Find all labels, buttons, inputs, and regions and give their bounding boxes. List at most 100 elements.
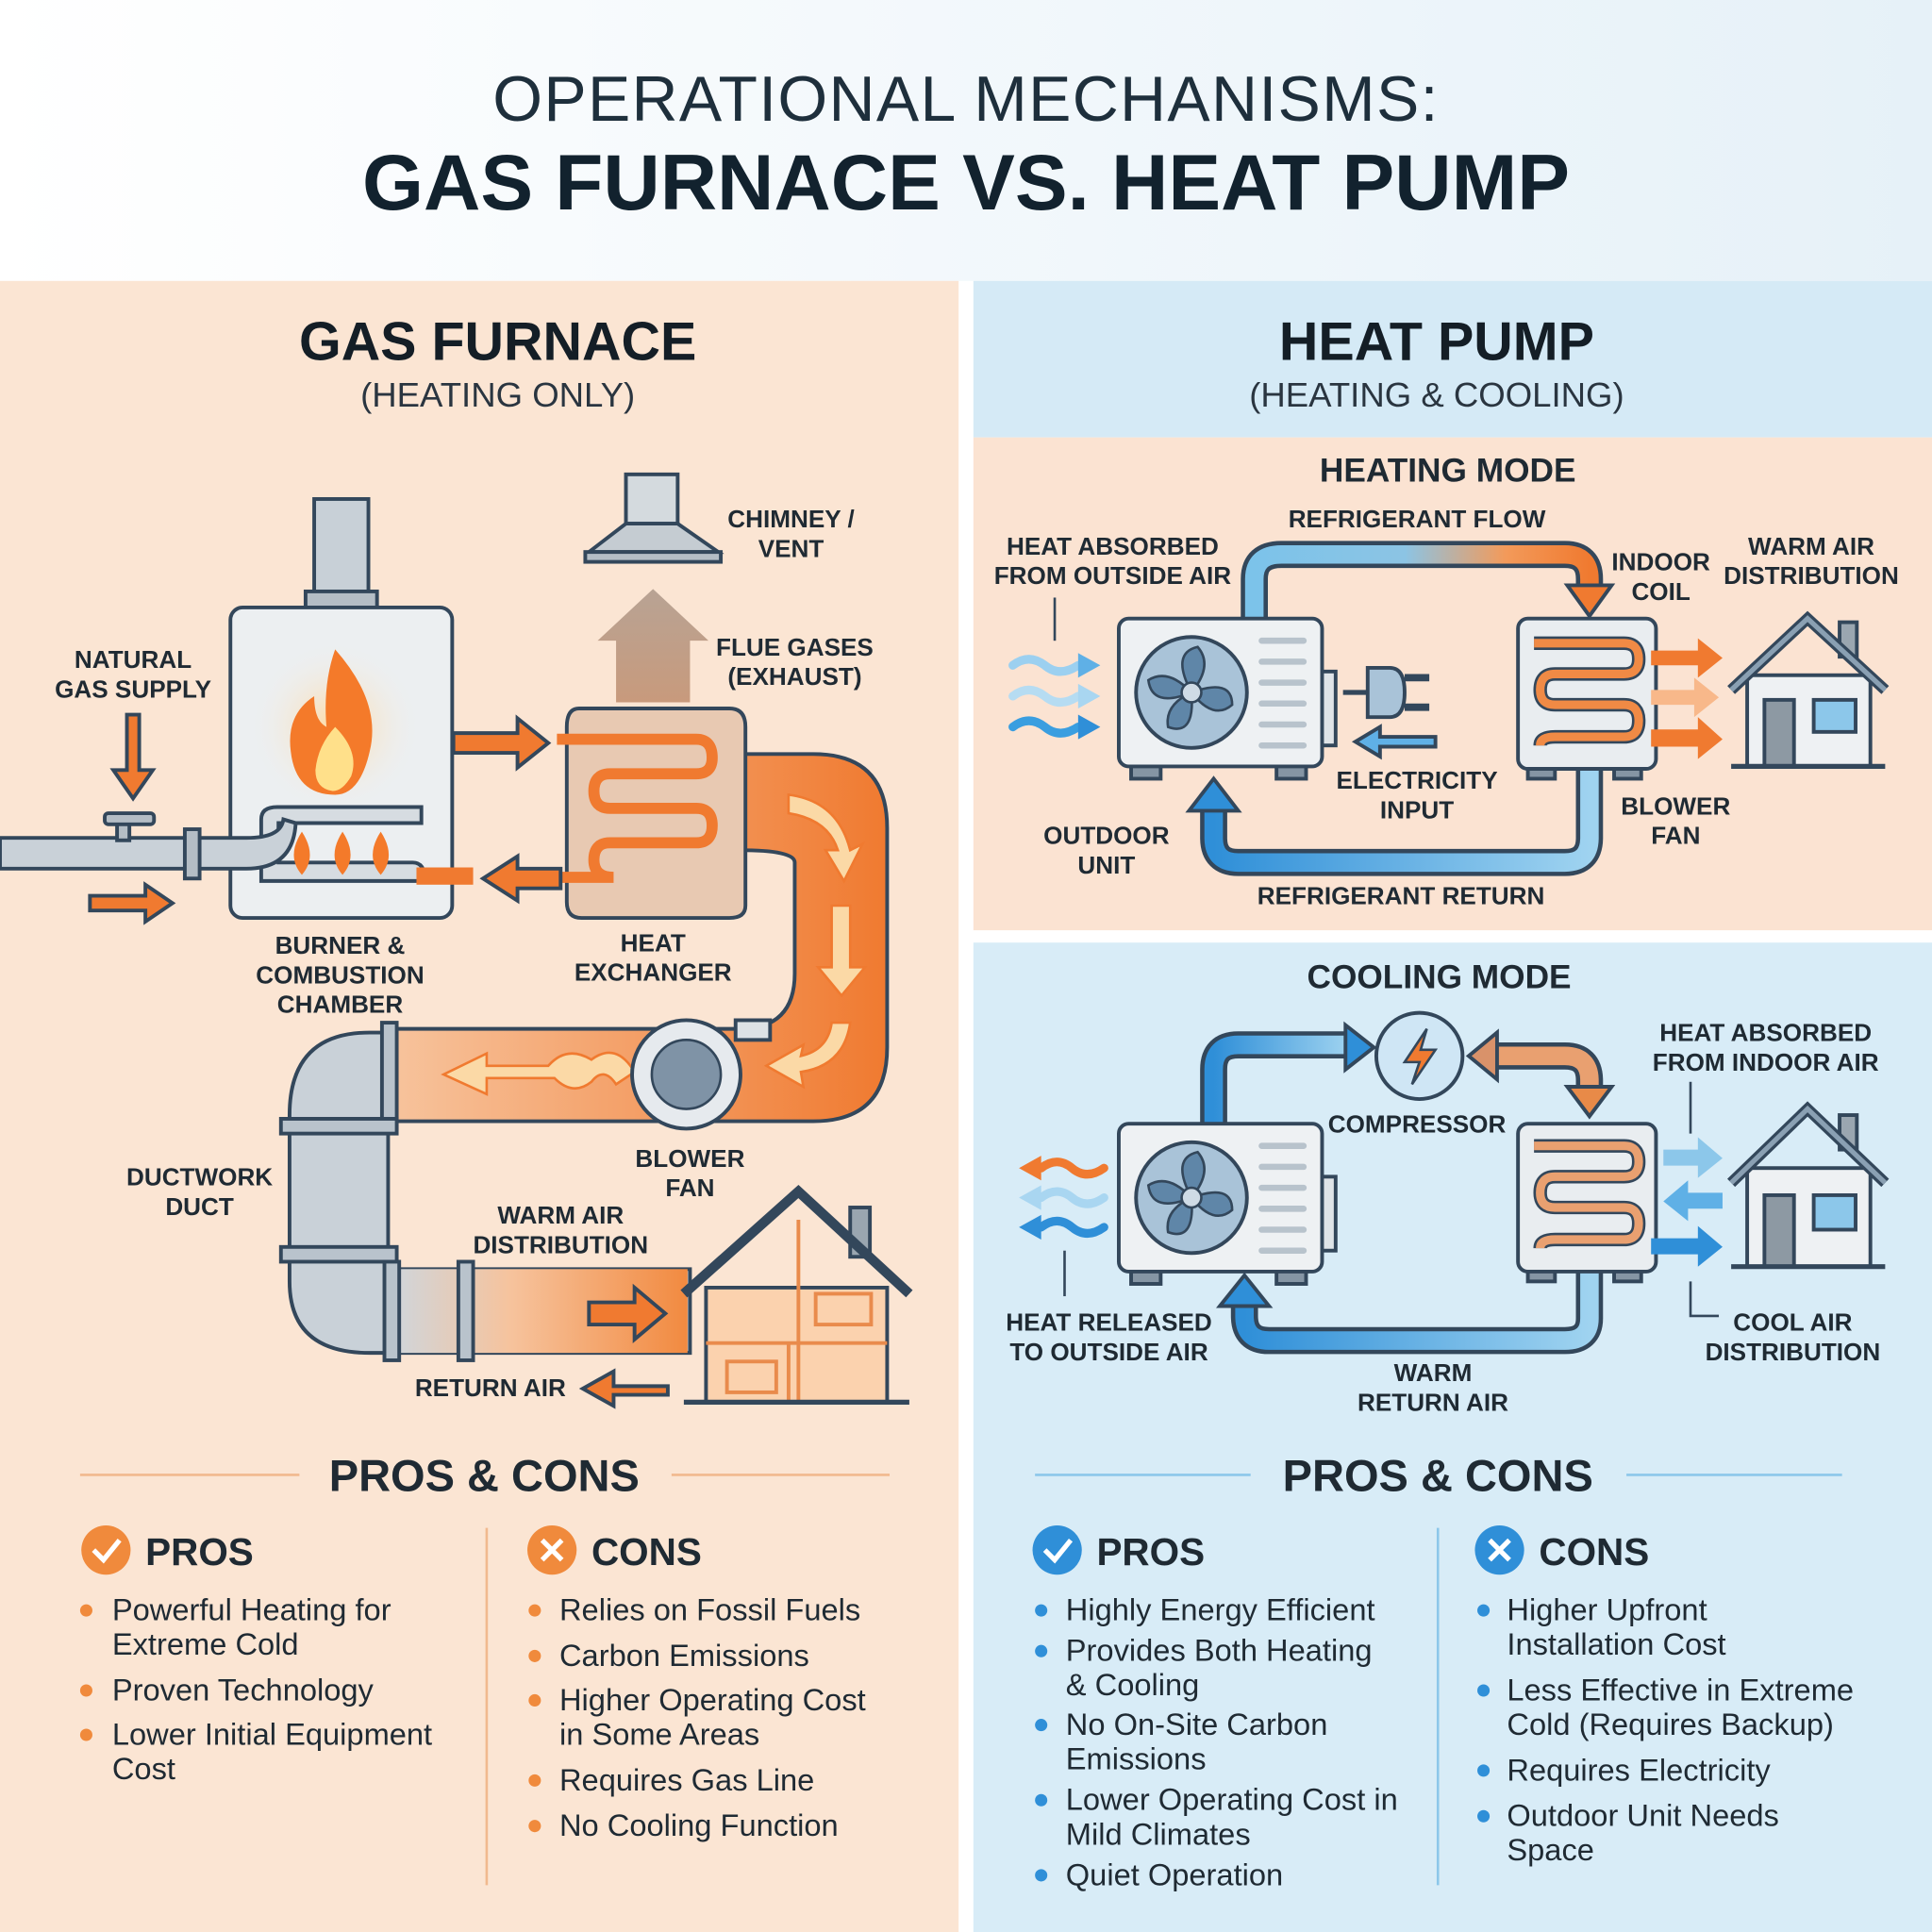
list-item-text: Lower Initial Equipment — [112, 1716, 432, 1751]
pros-title: PROS — [1096, 1530, 1205, 1574]
list-item-text: Relies on Fossil Fuels — [559, 1592, 860, 1627]
list-item-text: Higher Upfront — [1507, 1592, 1707, 1627]
warm-air-arrows — [1651, 638, 1723, 759]
refrigerant-flow-pipe — [1244, 544, 1599, 623]
outside-air-waves — [1008, 655, 1083, 738]
bullet-dot — [1035, 1644, 1048, 1657]
bullet-dot — [1477, 1764, 1491, 1777]
heat-release-waves — [1037, 1158, 1108, 1238]
bullet-dot — [528, 1649, 541, 1662]
gas-pipe — [0, 817, 298, 871]
bullet-dot — [1477, 1809, 1491, 1823]
list-item: No Cooling Function — [528, 1807, 839, 1842]
cons-title: CONS — [591, 1530, 702, 1574]
title-line2: GAS FURNACE VS. HEAT PUMP — [362, 138, 1570, 226]
bullet-dot — [528, 1604, 541, 1617]
diagram-label: DUCT — [165, 1192, 234, 1221]
refrigerant-return-pipe — [1204, 770, 1599, 873]
indoor-coil-icon — [1516, 616, 1658, 781]
check-icon — [81, 1524, 131, 1575]
list-item-text: Cold (Requires Backup) — [1507, 1707, 1834, 1741]
diagram-label: TO OUTSIDE AIR — [1009, 1338, 1208, 1366]
bullet-dot — [1035, 1604, 1048, 1617]
diagram-label: BLOWER — [1621, 791, 1730, 820]
pros-cons-heading: PROS & CONS — [1283, 1450, 1593, 1500]
cool-air-arrows — [1651, 1137, 1723, 1267]
list-item-text: Proven Technology — [112, 1672, 375, 1707]
heating-mode-title: HEATING MODE — [1320, 453, 1576, 490]
outdoor-unit-icon — [1116, 1122, 1338, 1286]
diagram-label: DUCTWORK — [126, 1162, 273, 1191]
diagram-label: INDOOR — [1611, 548, 1710, 576]
diagram-label: COMBUSTION — [256, 960, 424, 989]
chimney-icon — [583, 472, 724, 564]
bullet-dot — [1477, 1684, 1491, 1697]
diagram-label: DISTRIBUTION — [473, 1230, 648, 1258]
heatpump-pros-cons: PROS & CONS PROS CONS — [1032, 1450, 1842, 1886]
list-item-text: Carbon Emissions — [559, 1638, 809, 1673]
furnace-title: GAS FURNACE — [299, 311, 696, 372]
bullet-dot — [79, 1604, 92, 1617]
exhaust-stack — [312, 497, 371, 597]
bullet-dot — [1035, 1719, 1048, 1732]
bullet-dot — [1035, 1869, 1048, 1882]
list-item: Quiet Operation — [1035, 1857, 1283, 1891]
furnace-pros-cons: PROS & CONS PROS CONS — [79, 1450, 891, 1886]
furnace-house-icon — [680, 1184, 913, 1405]
diagram-label: GAS SUPPLY — [55, 675, 211, 703]
bullet-dot — [1477, 1604, 1491, 1617]
list-item-text: No Cooling Function — [559, 1807, 839, 1842]
diagram-label: EXCHANGER — [575, 958, 732, 987]
burner-flames — [293, 831, 390, 875]
diagram-label: OUTDOOR — [1043, 822, 1170, 850]
diagram-label: INPUT — [1380, 795, 1454, 824]
diagram-label: DISTRIBUTION — [1724, 561, 1899, 590]
list-item-text: Emissions — [1066, 1741, 1207, 1776]
diagram-label: HEAT — [621, 928, 686, 957]
list-item-text: Space — [1507, 1832, 1594, 1867]
diagram-label: ELECTRICITY — [1336, 766, 1497, 794]
list-item: Relies on Fossil Fuels — [528, 1592, 860, 1627]
list-item-text: & Cooling — [1066, 1667, 1200, 1702]
diagram-label: HEAT ABSORBED — [1007, 532, 1219, 560]
bullet-dot — [1035, 1793, 1048, 1807]
diagram-label: CHIMNEY / — [727, 505, 854, 533]
list-item: Provides Both Heating& Cooling — [1035, 1633, 1373, 1702]
list-item-text: Outdoor Unit Needs — [1507, 1798, 1778, 1833]
diagram-label: WARM AIR — [497, 1201, 624, 1229]
diagram-label: COOL AIR — [1733, 1308, 1852, 1337]
diagram-label: REFRIGERANT FLOW — [1289, 505, 1546, 533]
list-item: Requires Gas Line — [528, 1762, 814, 1797]
diagram-label: UNIT — [1077, 851, 1135, 879]
heatpump-header — [973, 280, 1932, 438]
list-item-text: No On-Site Carbon — [1066, 1707, 1328, 1741]
diagram-label: BLOWER — [635, 1144, 744, 1173]
list-item-text: Cost — [112, 1751, 175, 1786]
list-item-text: Installation Cost — [1507, 1626, 1725, 1661]
heating-mode-diagram — [1008, 541, 1890, 876]
furnace-subtitle: (HEATING ONLY) — [360, 375, 635, 414]
list-item-text: Higher Operating Cost — [559, 1682, 866, 1717]
diagram-label: COMPRESSOR — [1328, 1109, 1507, 1138]
check-icon — [1032, 1524, 1082, 1575]
list-item-text: Lower Operating Cost in — [1066, 1782, 1398, 1817]
list-item-text: Requires Electricity — [1507, 1752, 1771, 1787]
flue-gas-arrow — [597, 589, 709, 703]
title-line1: OPERATIONAL MECHANISMS: — [492, 64, 1440, 135]
cooling-house-icon — [1727, 1101, 1890, 1270]
bullet-dot — [528, 1693, 541, 1707]
list-item-text: Powerful Heating for — [112, 1592, 391, 1627]
heating-house-icon — [1727, 610, 1890, 770]
header-bg — [0, 0, 1932, 281]
diagram-label: CHAMBER — [277, 991, 404, 1019]
